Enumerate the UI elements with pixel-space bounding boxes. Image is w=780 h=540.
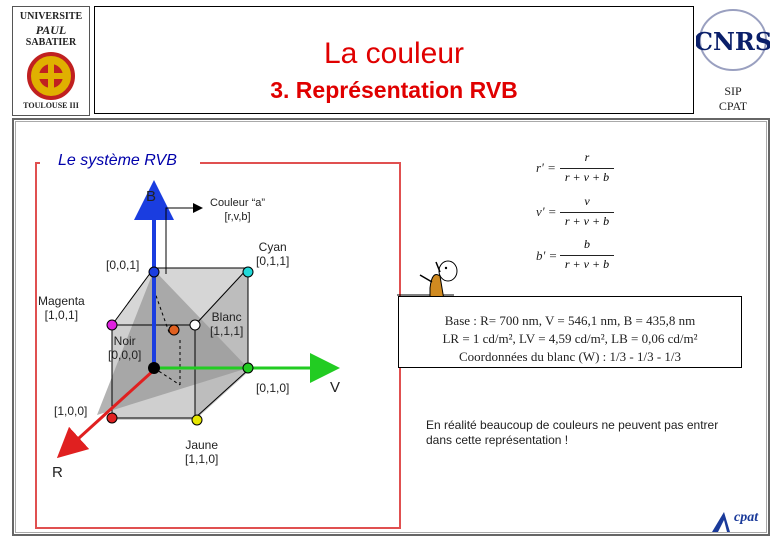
lab-cpat: CPAT bbox=[718, 99, 748, 113]
cyan-point bbox=[242, 266, 254, 278]
black-point bbox=[148, 362, 160, 374]
formula-r-bar bbox=[560, 168, 614, 169]
blue-point bbox=[148, 266, 160, 278]
university-logo: UNIVERSITE PAUL SABATIER TOULOUSE III bbox=[12, 6, 90, 116]
chromaticity-triangle bbox=[97, 270, 248, 415]
axis-r bbox=[56, 368, 156, 459]
university-line-2: PAUL bbox=[35, 23, 67, 37]
lab-logo: CNRS SIP CPAT bbox=[694, 4, 772, 114]
system-panel-frame bbox=[35, 162, 401, 529]
cube-edges bbox=[111, 267, 249, 419]
base-white-coords: Coordonnées du blanc (W) : 1/3 - 1/3 - 1… bbox=[458, 349, 682, 364]
page-title: La couleur bbox=[323, 37, 465, 70]
hidden-edges bbox=[153, 289, 181, 386]
cpat-logo-icon bbox=[712, 512, 730, 532]
formula-v-bar bbox=[560, 212, 614, 213]
page-subtitle: 3. Représentation RVB bbox=[270, 77, 518, 103]
formula-r-lhs: r' = bbox=[536, 160, 556, 175]
university-line-3: SABATIER bbox=[25, 37, 77, 48]
formula-v-den: r + v + b bbox=[564, 214, 610, 228]
footer-logo-text: cpat bbox=[734, 510, 759, 525]
green-point bbox=[242, 362, 254, 374]
magenta-label: Magenta [1,0,1] bbox=[38, 294, 85, 322]
axis-r-label: R bbox=[52, 464, 63, 481]
black-label: Noir [0,0,0] bbox=[108, 334, 142, 362]
cnrs-logo-icon: CNRS bbox=[694, 9, 772, 71]
white-label: Blanc [1,1,1] bbox=[210, 310, 244, 338]
blue-label: [0,0,1] bbox=[106, 258, 140, 272]
formula-b-lhs: b' = bbox=[536, 248, 558, 263]
formula-r-den: r + v + b bbox=[564, 170, 610, 184]
base-luminances: LR = 1 cd/m², LV = 4,59 cd/m², LB = 0,06… bbox=[442, 331, 698, 346]
base-wavelengths: Base : R= 700 nm, V = 546,1 nm, B = 435,… bbox=[444, 313, 696, 328]
title-box: La couleur 3. Représentation RVB bbox=[94, 6, 694, 114]
university-line-1: UNIVERSITE bbox=[19, 11, 83, 22]
green-label: [0,1,0] bbox=[256, 381, 290, 395]
color-a-arrow bbox=[165, 203, 203, 274]
note-text: En réalité beaucoup de couleurs ne peuve… bbox=[426, 418, 719, 447]
axis-b-label: B bbox=[146, 188, 157, 205]
formula-v-lhs: v' = bbox=[536, 204, 557, 219]
yellow-point bbox=[191, 414, 203, 426]
formula-v-num: v bbox=[584, 194, 590, 208]
color-a-point bbox=[168, 324, 180, 336]
magenta-point bbox=[106, 319, 118, 331]
yellow-label: Jaune [1,1,0] bbox=[185, 438, 219, 466]
formula-b-num: b bbox=[584, 237, 590, 251]
formula-r-num: r bbox=[584, 150, 590, 164]
cyan-label: Cyan [0,1,1] bbox=[256, 240, 290, 268]
university-city: TOULOUSE III bbox=[23, 101, 79, 110]
content-frame bbox=[12, 118, 770, 536]
axis-v-label: V bbox=[330, 379, 341, 396]
red-point bbox=[106, 412, 118, 424]
system-title: Le système RVB bbox=[56, 152, 179, 170]
base-info-box: Base : R= 700 nm, V = 546,1 nm, B = 435,… bbox=[398, 296, 742, 368]
color-a-label: Couleur “a” [r,v,b] bbox=[210, 197, 266, 223]
formula-b-den: r + v + b bbox=[564, 257, 610, 271]
white-point bbox=[189, 319, 201, 331]
university-emblem-icon bbox=[27, 52, 75, 100]
red-label: [1,0,0] bbox=[54, 404, 88, 418]
cnrs-logo-text: CNRS bbox=[696, 27, 770, 56]
formula-b-bar bbox=[560, 255, 614, 256]
lab-sip: SIP bbox=[724, 84, 742, 98]
